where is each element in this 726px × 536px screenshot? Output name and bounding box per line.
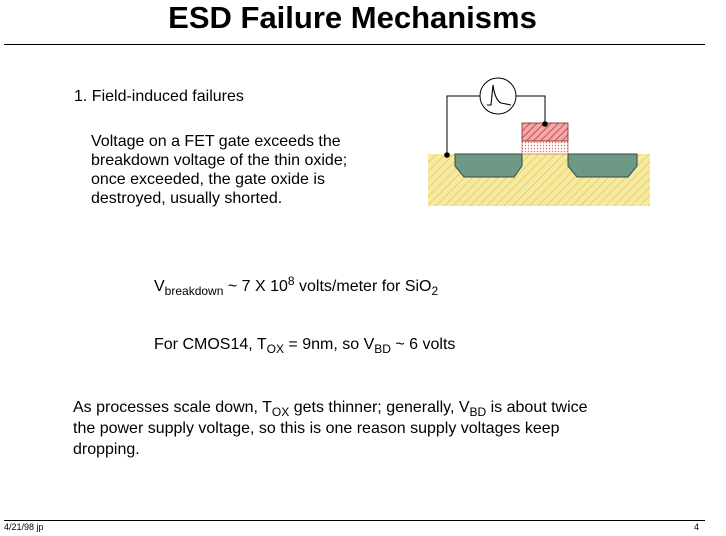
pulse-source-icon xyxy=(479,77,517,115)
vbd-subscript: BD xyxy=(469,405,487,419)
scaling-line: As processes scale down, TOX gets thinne… xyxy=(73,397,588,418)
description-line: breakdown voltage of the thin oxide; xyxy=(91,152,348,169)
title-divider xyxy=(4,44,705,45)
scaling-paragraph: As processes scale down, TOX gets thinne… xyxy=(73,397,588,460)
description-line: destroyed, usually shorted. xyxy=(91,190,283,207)
scaling-line: the power supply voltage, so this is one… xyxy=(73,420,560,437)
gate-oxide xyxy=(521,140,569,155)
eq1-exponent: 8 xyxy=(287,274,295,288)
eq1-mid: ~ 7 X 10 xyxy=(223,278,288,295)
description-paragraph: Voltage on a FET gate exceeds the breakd… xyxy=(91,132,347,208)
footer-divider xyxy=(4,520,705,521)
cmos14-equation: For CMOS14, TOX = 9nm, so VBD ~ 6 volts xyxy=(154,335,456,356)
page-title: ESD Failure Mechanisms xyxy=(168,0,537,35)
scaling-line: dropping. xyxy=(73,441,140,458)
source-contact xyxy=(444,152,450,158)
description-line: Voltage on a FET gate exceeds the xyxy=(91,133,341,150)
eq2-mid: = 9nm, so V xyxy=(283,336,375,353)
eq2-rest: ~ 6 volts xyxy=(390,336,456,353)
eq1-v: V xyxy=(154,278,165,295)
eq1-v-subscript: breakdown xyxy=(164,284,224,298)
eq1-rest-subscript: 2 xyxy=(431,284,439,298)
description-line: once exceeded, the gate oxide is xyxy=(91,171,325,188)
item-heading: 1. Field-induced failures xyxy=(74,88,244,105)
gate-oxide-diagram xyxy=(428,77,650,206)
eq2-tox-subscript: OX xyxy=(266,342,284,356)
footer-date: 4/21/98 jp xyxy=(4,522,44,532)
scaling-text: As processes scale down, T xyxy=(73,399,272,416)
eq2-pre: For CMOS14, T xyxy=(154,336,267,353)
source-diffusion xyxy=(454,153,523,178)
gate-contact xyxy=(542,121,548,127)
eq1-rest: volts/meter for SiO xyxy=(294,278,432,295)
eq2-vbd-subscript: BD xyxy=(374,342,391,356)
tox-subscript: OX xyxy=(271,405,290,419)
drain-diffusion xyxy=(567,153,638,178)
source-wire xyxy=(446,95,480,155)
scaling-text: gets thinner; generally, V xyxy=(289,399,470,416)
scaling-text: is about twice xyxy=(486,399,588,416)
gate-wire xyxy=(516,95,546,124)
page-number: 4 xyxy=(694,522,700,532)
breakdown-equation: Vbreakdown ~ 7 X 108 volts/meter for SiO… xyxy=(154,274,439,298)
